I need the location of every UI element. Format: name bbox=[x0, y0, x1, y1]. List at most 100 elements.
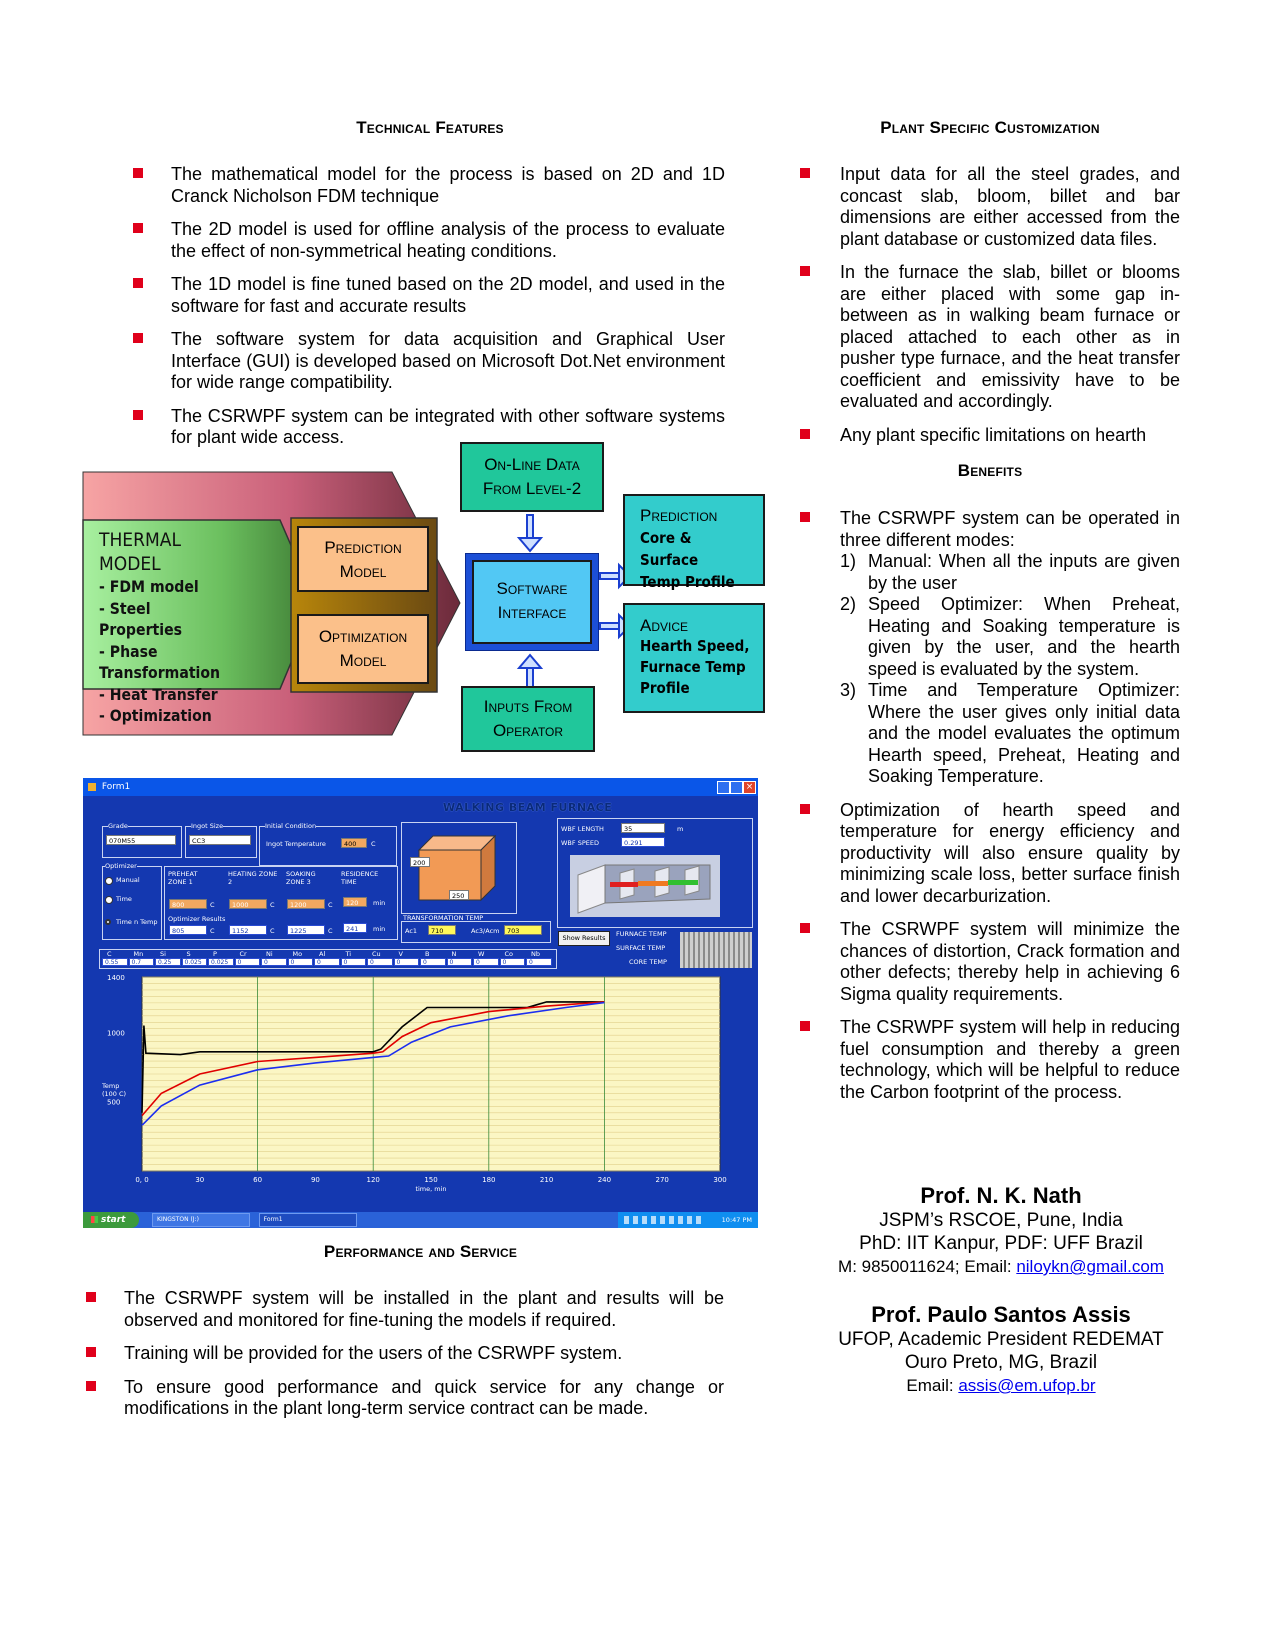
taskbar-item-kingston[interactable]: KINGSTON (J:) bbox=[152, 1212, 251, 1227]
software-interface-box: Software Interface bbox=[472, 560, 592, 644]
unit-label: C bbox=[210, 927, 215, 935]
list-item: The 2D model is used for offline analysi… bbox=[133, 219, 725, 262]
list-item: The 1D model is fine tuned based on the … bbox=[133, 274, 725, 317]
element-value-n[interactable]: 0 bbox=[446, 958, 472, 966]
thermal-item: - Steel Properties bbox=[99, 598, 182, 640]
grade-select[interactable]: 070M55 bbox=[106, 835, 176, 845]
unit-label: min bbox=[373, 899, 386, 907]
x-tick-label: 120 bbox=[367, 1176, 380, 1184]
transformation-panel bbox=[401, 921, 551, 943]
author-name: Prof. Paulo Santos Assis bbox=[871, 1302, 1131, 1327]
x-tick-label: 240 bbox=[598, 1176, 611, 1184]
list-item: To ensure good performance and quick ser… bbox=[86, 1377, 724, 1420]
wbf-length-input[interactable]: 35 bbox=[621, 823, 665, 833]
element-value-v[interactable]: 0 bbox=[393, 958, 419, 966]
initial-condition-panel bbox=[259, 826, 397, 866]
heating-input[interactable]: 1000 bbox=[229, 899, 267, 909]
element-label-mo: Mo bbox=[292, 950, 303, 958]
x-tick-label: 150 bbox=[424, 1176, 437, 1184]
unit-label: C bbox=[371, 840, 376, 848]
email-link[interactable]: niloykn@gmail.com bbox=[1016, 1257, 1164, 1276]
optimization-model-box: Optimization Model bbox=[297, 614, 429, 684]
element-value-ti[interactable]: 0 bbox=[340, 958, 366, 966]
furnace-temp-legend: FURNACE TEMP bbox=[616, 930, 667, 938]
element-value-p[interactable]: 0.025 bbox=[208, 958, 234, 966]
show-results-button[interactable]: Show Results bbox=[558, 931, 610, 946]
author-contact: M: 9850011624; Email: niloykn@gmail.com bbox=[838, 1257, 1164, 1276]
zone-label: RESIDENCE TIME bbox=[341, 870, 379, 886]
minimize-icon[interactable] bbox=[717, 781, 730, 794]
element-value-nb[interactable]: 0 bbox=[526, 958, 552, 966]
bullet-icon bbox=[133, 333, 143, 343]
element-value-c[interactable]: 0.55 bbox=[102, 958, 128, 966]
ingot-size-select[interactable]: CC3 bbox=[189, 835, 251, 845]
heating-result: 1152 bbox=[229, 925, 267, 935]
start-button[interactable]: start bbox=[83, 1212, 140, 1228]
tray-icons bbox=[624, 1216, 704, 1224]
app-title: WALKING BEAM FURNACE bbox=[443, 801, 613, 814]
author-line: PhD: IIT Kanpur, PDF: UFF Brazil bbox=[859, 1233, 1143, 1254]
bullet-icon bbox=[86, 1380, 96, 1391]
thermal-item: - Optimization bbox=[99, 706, 212, 725]
list-item: In the furnace the slab, billet or bloom… bbox=[800, 262, 1180, 413]
y-tick-label: 1000 bbox=[107, 1029, 125, 1037]
series-line-core-temp bbox=[141, 1001, 605, 1126]
customization-list: Input data for all the steel grades, and… bbox=[800, 164, 1180, 445]
element-label-ti: Ti bbox=[345, 950, 352, 958]
element-label-si: Si bbox=[160, 950, 166, 958]
taskbar-item-form1[interactable]: Form1 bbox=[258, 1212, 357, 1227]
grade-label: Grade bbox=[108, 822, 128, 830]
element-label-mn: Mn bbox=[133, 950, 144, 958]
element-value-ni[interactable]: 0 bbox=[261, 958, 287, 966]
element-value-cr[interactable]: 0 bbox=[234, 958, 260, 966]
zone-label: SOAKING ZONE 3 bbox=[286, 870, 316, 886]
unit-label: C bbox=[210, 901, 215, 909]
element-value-co[interactable]: 0 bbox=[499, 958, 525, 966]
element-value-cu[interactable]: 0 bbox=[367, 958, 393, 966]
radio-manual[interactable] bbox=[105, 877, 113, 885]
ingot-temp-input[interactable]: 400 bbox=[341, 838, 367, 848]
element-value-mn[interactable]: 0.7 bbox=[128, 958, 154, 966]
advice-output-box: Advice Hearth Speed, Furnace Temp Profil… bbox=[623, 603, 765, 713]
element-value-s[interactable]: 0.025 bbox=[181, 958, 207, 966]
radio-time[interactable] bbox=[105, 896, 113, 904]
y-axis-label: (100 C) bbox=[102, 1090, 126, 1098]
technical-features-heading: Technical Features bbox=[356, 118, 504, 137]
unit-label: C bbox=[270, 901, 275, 909]
x-tick-label: 270 bbox=[656, 1176, 669, 1184]
ingot-size-label: Ingot Size bbox=[191, 822, 224, 830]
list-item: Any plant specific limitations on hearth bbox=[800, 425, 1180, 446]
element-value-w[interactable]: 0 bbox=[473, 958, 499, 966]
plant-customization-heading: Plant Specific Customization bbox=[880, 118, 1100, 137]
x-tick-label: 30 bbox=[195, 1176, 204, 1184]
author-assis: Prof. Paulo Santos Assis UFOP, Academic … bbox=[801, 1302, 1201, 1397]
maximize-icon[interactable] bbox=[730, 781, 743, 794]
element-value-si[interactable]: 0.25 bbox=[155, 958, 181, 966]
list-item: The software system for data acquisition… bbox=[133, 329, 725, 394]
element-value-al[interactable]: 0 bbox=[314, 958, 340, 966]
optimizer-label: Optimizer bbox=[105, 862, 137, 870]
list-item: The CSRWPF system will help in reducing … bbox=[800, 1017, 1180, 1103]
list-item: Optimization of hearth speed and tempera… bbox=[800, 800, 1180, 908]
element-label-nb: Nb bbox=[531, 950, 540, 958]
element-label-s: S bbox=[186, 950, 191, 958]
radio-time-temp[interactable] bbox=[105, 919, 111, 925]
ac1-label: Ac1 bbox=[405, 927, 418, 935]
bullet-icon bbox=[800, 923, 810, 933]
x-tick-label: 210 bbox=[540, 1176, 553, 1184]
inputs-operator-box: Inputs From Operator bbox=[461, 686, 595, 752]
thermal-item: - Heat Transfer bbox=[99, 684, 218, 704]
element-value-mo[interactable]: 0 bbox=[287, 958, 313, 966]
email-link[interactable]: assis@em.ufop.br bbox=[958, 1376, 1096, 1395]
online-data-box: On-Line Data From Level-2 bbox=[460, 442, 604, 512]
bullet-icon bbox=[800, 266, 810, 276]
preheat-input[interactable]: 800 bbox=[169, 899, 207, 909]
element-label-b: B bbox=[425, 950, 430, 958]
arrow-down-icon bbox=[516, 514, 544, 553]
residence-input[interactable]: 120 bbox=[343, 897, 367, 907]
element-value-b[interactable]: 0 bbox=[420, 958, 446, 966]
close-icon[interactable]: × bbox=[743, 781, 756, 794]
element-label-al: Al bbox=[319, 950, 326, 958]
soaking-input[interactable]: 1200 bbox=[287, 899, 325, 909]
